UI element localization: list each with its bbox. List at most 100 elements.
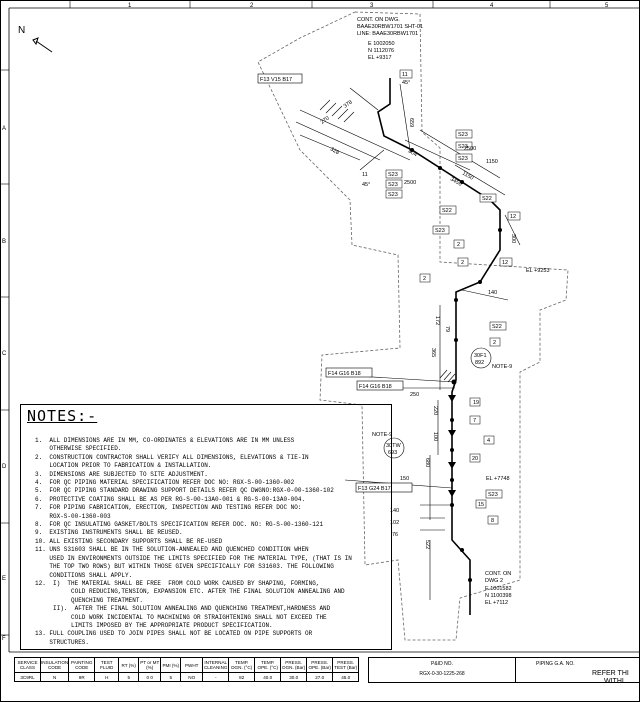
table-cell: 5 bbox=[160, 672, 182, 682]
svg-text:N 1112076: N 1112076 bbox=[368, 48, 394, 54]
grid-col-2: 2 bbox=[250, 3, 254, 9]
table-cell: NO bbox=[180, 672, 204, 682]
table-header-cell: PRESS. DGN. (Bar) bbox=[280, 657, 308, 673]
revision-cloud-outline bbox=[257, 11, 569, 641]
table-cell: 27.0 bbox=[306, 672, 334, 682]
note-line: 1. ALL DIMENSIONS ARE IN MM, CO-ORDINATE… bbox=[35, 437, 295, 444]
note-line: RGX-S-00-1360-003 bbox=[35, 512, 111, 520]
dimension-labels: 378 270 328 659 804 2500 2500 1150 1150 … bbox=[320, 80, 516, 549]
svg-text:12: 12 bbox=[502, 260, 508, 266]
table-cell: N bbox=[39, 672, 70, 682]
note-line: OTHERWISE SPECIFIED. bbox=[35, 445, 122, 453]
note-line: 12. I) THE MATERIAL SHALL BE FREE FROM C… bbox=[35, 579, 320, 587]
piping-ga-label: PIPING G.A. NO. bbox=[536, 661, 575, 667]
table-cell: - bbox=[202, 672, 230, 682]
grid-row-e: E bbox=[2, 576, 6, 582]
grid-labels: 1 2 3 4 5 A B C D E F bbox=[2, 3, 609, 642]
dimension-lines bbox=[295, 83, 521, 600]
svg-text:N 1100398: N 1100398 bbox=[485, 593, 512, 599]
svg-text:S23: S23 bbox=[458, 156, 468, 162]
svg-text:76: 76 bbox=[392, 532, 398, 538]
svg-text:EL +9253: EL +9253 bbox=[526, 268, 550, 274]
continuation-bottom: CONT. ON DWG 2 E 1001582 N 1100398 EL +7… bbox=[485, 571, 512, 606]
svg-text:522: 522 bbox=[424, 540, 430, 549]
svg-text:S22: S22 bbox=[442, 208, 452, 214]
note-line: 7. FOR PIPING FABRICATION, ERECTION, INS… bbox=[35, 504, 302, 512]
note-line: 5. FOR QC PIPING STANDARD DRAWING SUPPOR… bbox=[35, 487, 334, 495]
note-line: COLD WORK INCIDENTAL TO MACHINING OR STR… bbox=[35, 613, 327, 621]
table-cell: 3C9RL bbox=[14, 672, 41, 682]
svg-text:S23: S23 bbox=[388, 172, 398, 178]
grid-row-b: B bbox=[2, 239, 6, 245]
svg-text:30TW: 30TW bbox=[386, 443, 401, 449]
table-header-cell: PT or MT (%) bbox=[138, 657, 162, 673]
svg-text:LINE: BAAE30RBW1701: LINE: BAAE30RBW1701 bbox=[357, 31, 418, 37]
table-cell: H bbox=[94, 672, 120, 682]
grid-row-d: D bbox=[2, 464, 7, 470]
svg-text:79: 79 bbox=[444, 326, 450, 332]
svg-text:45°: 45° bbox=[362, 182, 370, 188]
svg-text:2: 2 bbox=[461, 260, 464, 266]
svg-text:270: 270 bbox=[320, 115, 331, 125]
table-header-cell: INTERNAL CLEANING bbox=[202, 657, 230, 673]
svg-text:328: 328 bbox=[329, 147, 340, 157]
svg-text:680: 680 bbox=[424, 458, 430, 467]
note-line: 11. UNS S31603 SHALL BE IN THE SOLUTION-… bbox=[35, 546, 309, 554]
note-line: 9. EXISTING INSTRUMENTS SHALL BE REUSED. bbox=[35, 529, 183, 537]
table-cell: 5 bbox=[118, 672, 140, 682]
note-line: THE TOP TWO ROWS) BUT WITHIN THOSE GIVEN… bbox=[35, 563, 334, 571]
notes-title: NOTES:- bbox=[27, 407, 98, 425]
table-header-cell: TEMP. DGN. (°C) bbox=[228, 657, 256, 673]
north-arrow-icon: N bbox=[18, 25, 53, 53]
svg-text:2: 2 bbox=[423, 276, 426, 282]
svg-text:150: 150 bbox=[400, 476, 409, 482]
grid-col-4: 4 bbox=[490, 3, 494, 9]
grid-col-1: 1 bbox=[128, 3, 132, 9]
svg-text:S23: S23 bbox=[458, 132, 468, 138]
svg-text:4: 4 bbox=[487, 438, 490, 444]
svg-text:140: 140 bbox=[488, 290, 497, 296]
svg-text:11: 11 bbox=[362, 172, 368, 178]
svg-text:S23: S23 bbox=[458, 144, 468, 150]
table-cell: 30.0 bbox=[280, 672, 308, 682]
table-header-cell: SERVICE CLASS bbox=[14, 657, 41, 673]
svg-text:S23: S23 bbox=[388, 182, 398, 188]
pid-label: P&ID NO. bbox=[431, 661, 453, 667]
svg-text:20: 20 bbox=[472, 456, 478, 462]
svg-text:DWG 2: DWG 2 bbox=[485, 578, 503, 584]
svg-text:378: 378 bbox=[343, 99, 354, 109]
svg-text:S23: S23 bbox=[388, 192, 398, 198]
svg-text:BAAE30RBW1701 SHT-01: BAAE30RBW1701 SHT-01 bbox=[357, 24, 423, 30]
note-line: 3. DIMENSIONS ARE SUBJECTED TO SITE ADJU… bbox=[35, 470, 208, 478]
svg-text:45°: 45° bbox=[402, 80, 410, 86]
table-header-cell: INSULATION CODE bbox=[39, 657, 70, 673]
svg-text:250: 250 bbox=[410, 392, 419, 398]
note-line: 13. FULL COUPLING USED TO JOIN PIPES SHA… bbox=[35, 630, 313, 638]
svg-text:693: 693 bbox=[388, 450, 397, 456]
svg-text:7: 7 bbox=[473, 418, 476, 424]
svg-text:S22: S22 bbox=[482, 196, 492, 202]
svg-text:659: 659 bbox=[408, 118, 414, 127]
pid-number-cell: P&ID NO. RGX-0-30-1225-268 bbox=[368, 657, 516, 683]
notes-list: 1. ALL DIMENSIONS ARE IN MM, CO-ORDINATE… bbox=[35, 437, 385, 647]
callout-note9-a: NOTE-9 bbox=[492, 364, 512, 370]
pid-value: RGX-0-30-1225-268 bbox=[419, 671, 465, 677]
svg-text:102: 102 bbox=[390, 520, 399, 526]
note-line: USED IN ENVIRONMENTS OUTSIDE THE LIMITS … bbox=[35, 554, 352, 562]
table-header-cell: PRESS. TEST (Bar) bbox=[332, 657, 360, 673]
svg-text:365: 365 bbox=[430, 348, 436, 357]
note-line: LOCATION PRIOR TO FABRICATION & INSTALLA… bbox=[35, 462, 212, 470]
svg-text:892: 892 bbox=[475, 360, 484, 366]
table-cell: 40.0 bbox=[254, 672, 282, 682]
material-tags: S23 S23 S23 S23 S23 S23 S22 S22 S23 S22 … bbox=[385, 69, 521, 525]
svg-text:100: 100 bbox=[432, 432, 438, 441]
refer-line-1: REFER THI bbox=[592, 670, 629, 677]
svg-text:S23: S23 bbox=[435, 228, 445, 234]
note-line: COLD REDUCING,TENSION, EXPANSION ETC. AF… bbox=[35, 588, 345, 596]
pipe-fittings bbox=[410, 148, 502, 582]
table-header-cell: PWHT bbox=[180, 657, 204, 673]
